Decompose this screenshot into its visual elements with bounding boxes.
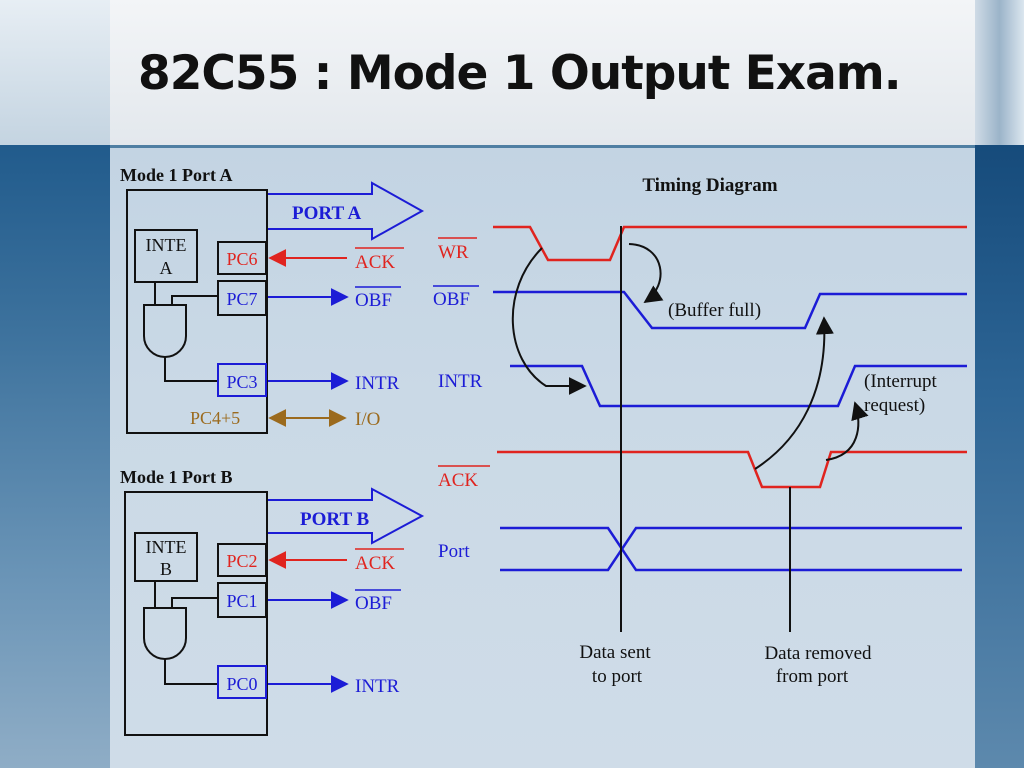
port-waveform-bottom <box>500 546 962 572</box>
wr-to-obf-arrow <box>628 243 664 304</box>
inte-a-label-1: INTE <box>146 235 187 255</box>
title-bar: 82C55 : Mode 1 Output Exam. <box>110 0 975 145</box>
obf-b-label: OBF <box>355 593 392 614</box>
wr-waveform <box>493 225 967 262</box>
pc2-label: PC2 <box>226 551 257 571</box>
pc7-label: PC7 <box>226 289 257 309</box>
interrupt-note-1: (Interrupt <box>864 371 938 392</box>
ack-waveform <box>497 450 967 489</box>
and-gate-b <box>143 607 187 660</box>
port-waveform-top <box>500 526 962 552</box>
inte-a-box <box>134 229 198 283</box>
io-label: I/O <box>355 409 380 430</box>
gate-b-wires <box>154 581 218 685</box>
pc45-label: PC4+5 <box>190 408 240 428</box>
ack-a-label: ACK <box>355 252 395 273</box>
background-left-band <box>0 145 110 768</box>
pc6-label: PC6 <box>226 249 257 269</box>
buffer-full-note: (Buffer full) <box>668 300 761 321</box>
gate-a-wires <box>154 282 218 382</box>
port-a-block: Mode 1 Port A PORT A INTE A PC6 PC7 PC3 … <box>120 165 425 434</box>
intr-b-label: INTR <box>355 676 400 697</box>
ack-b-label: ACK <box>355 553 395 574</box>
pc6-box <box>217 241 267 275</box>
and-gate-a <box>143 304 187 358</box>
port-signal-label: Port <box>438 541 470 562</box>
ack-to-obf-arrow <box>754 316 834 470</box>
pc7-box <box>217 280 267 316</box>
port-b-bus-label: PORT B <box>300 509 370 530</box>
wr-signal-label: WR <box>438 242 469 263</box>
pc1-label: PC1 <box>226 591 257 611</box>
background-left-top <box>0 0 110 145</box>
port-a-bus-arrow <box>268 181 425 241</box>
inte-b-label-1: INTE <box>146 537 187 557</box>
obf-a-label: OBF <box>355 290 392 311</box>
pc0-box <box>217 665 267 699</box>
intr-signal-label: INTR <box>438 371 483 392</box>
pc3-box <box>217 363 267 397</box>
pc1-box <box>217 582 267 618</box>
port-b-heading: Mode 1 Port B <box>120 467 232 487</box>
port-a-bus-label: PORT A <box>292 203 361 224</box>
ack-to-intr-arrow <box>825 401 869 461</box>
port-b-bus-arrow <box>268 487 425 545</box>
port-a-heading: Mode 1 Port A <box>120 165 232 185</box>
slide-title: 82C55 : Mode 1 Output Exam. <box>138 46 902 101</box>
pc3-label: PC3 <box>226 372 257 392</box>
port-b-block: Mode 1 Port B PORT B INTE B PC2 PC1 PC0 … <box>120 467 425 736</box>
intr-waveform <box>510 364 967 408</box>
data-sent-label-2: to port <box>592 666 643 687</box>
inte-b-box <box>134 532 198 582</box>
interrupt-note-2: request) <box>864 395 925 416</box>
data-sent-label-1: Data sent <box>579 642 651 663</box>
timing-title: Timing Diagram <box>642 175 777 196</box>
obf-signal-label: OBF <box>433 289 470 310</box>
ack-signal-label: ACK <box>438 470 478 491</box>
obf-waveform <box>493 290 967 330</box>
intr-a-label: INTR <box>355 373 400 394</box>
pc2-box <box>217 543 267 577</box>
data-removed-label-2: from port <box>776 666 849 687</box>
pc0-label: PC0 <box>226 674 257 694</box>
data-removed-label-1: Data removed <box>764 643 872 664</box>
timing-diagram: Timing Diagram WR OBF INTR ACK Port <box>433 175 967 687</box>
inte-b-label-2: B <box>160 559 172 579</box>
wr-to-intr-arrow <box>511 247 587 395</box>
inte-a-label-2: A <box>160 258 173 278</box>
background-right-band <box>975 145 1024 768</box>
